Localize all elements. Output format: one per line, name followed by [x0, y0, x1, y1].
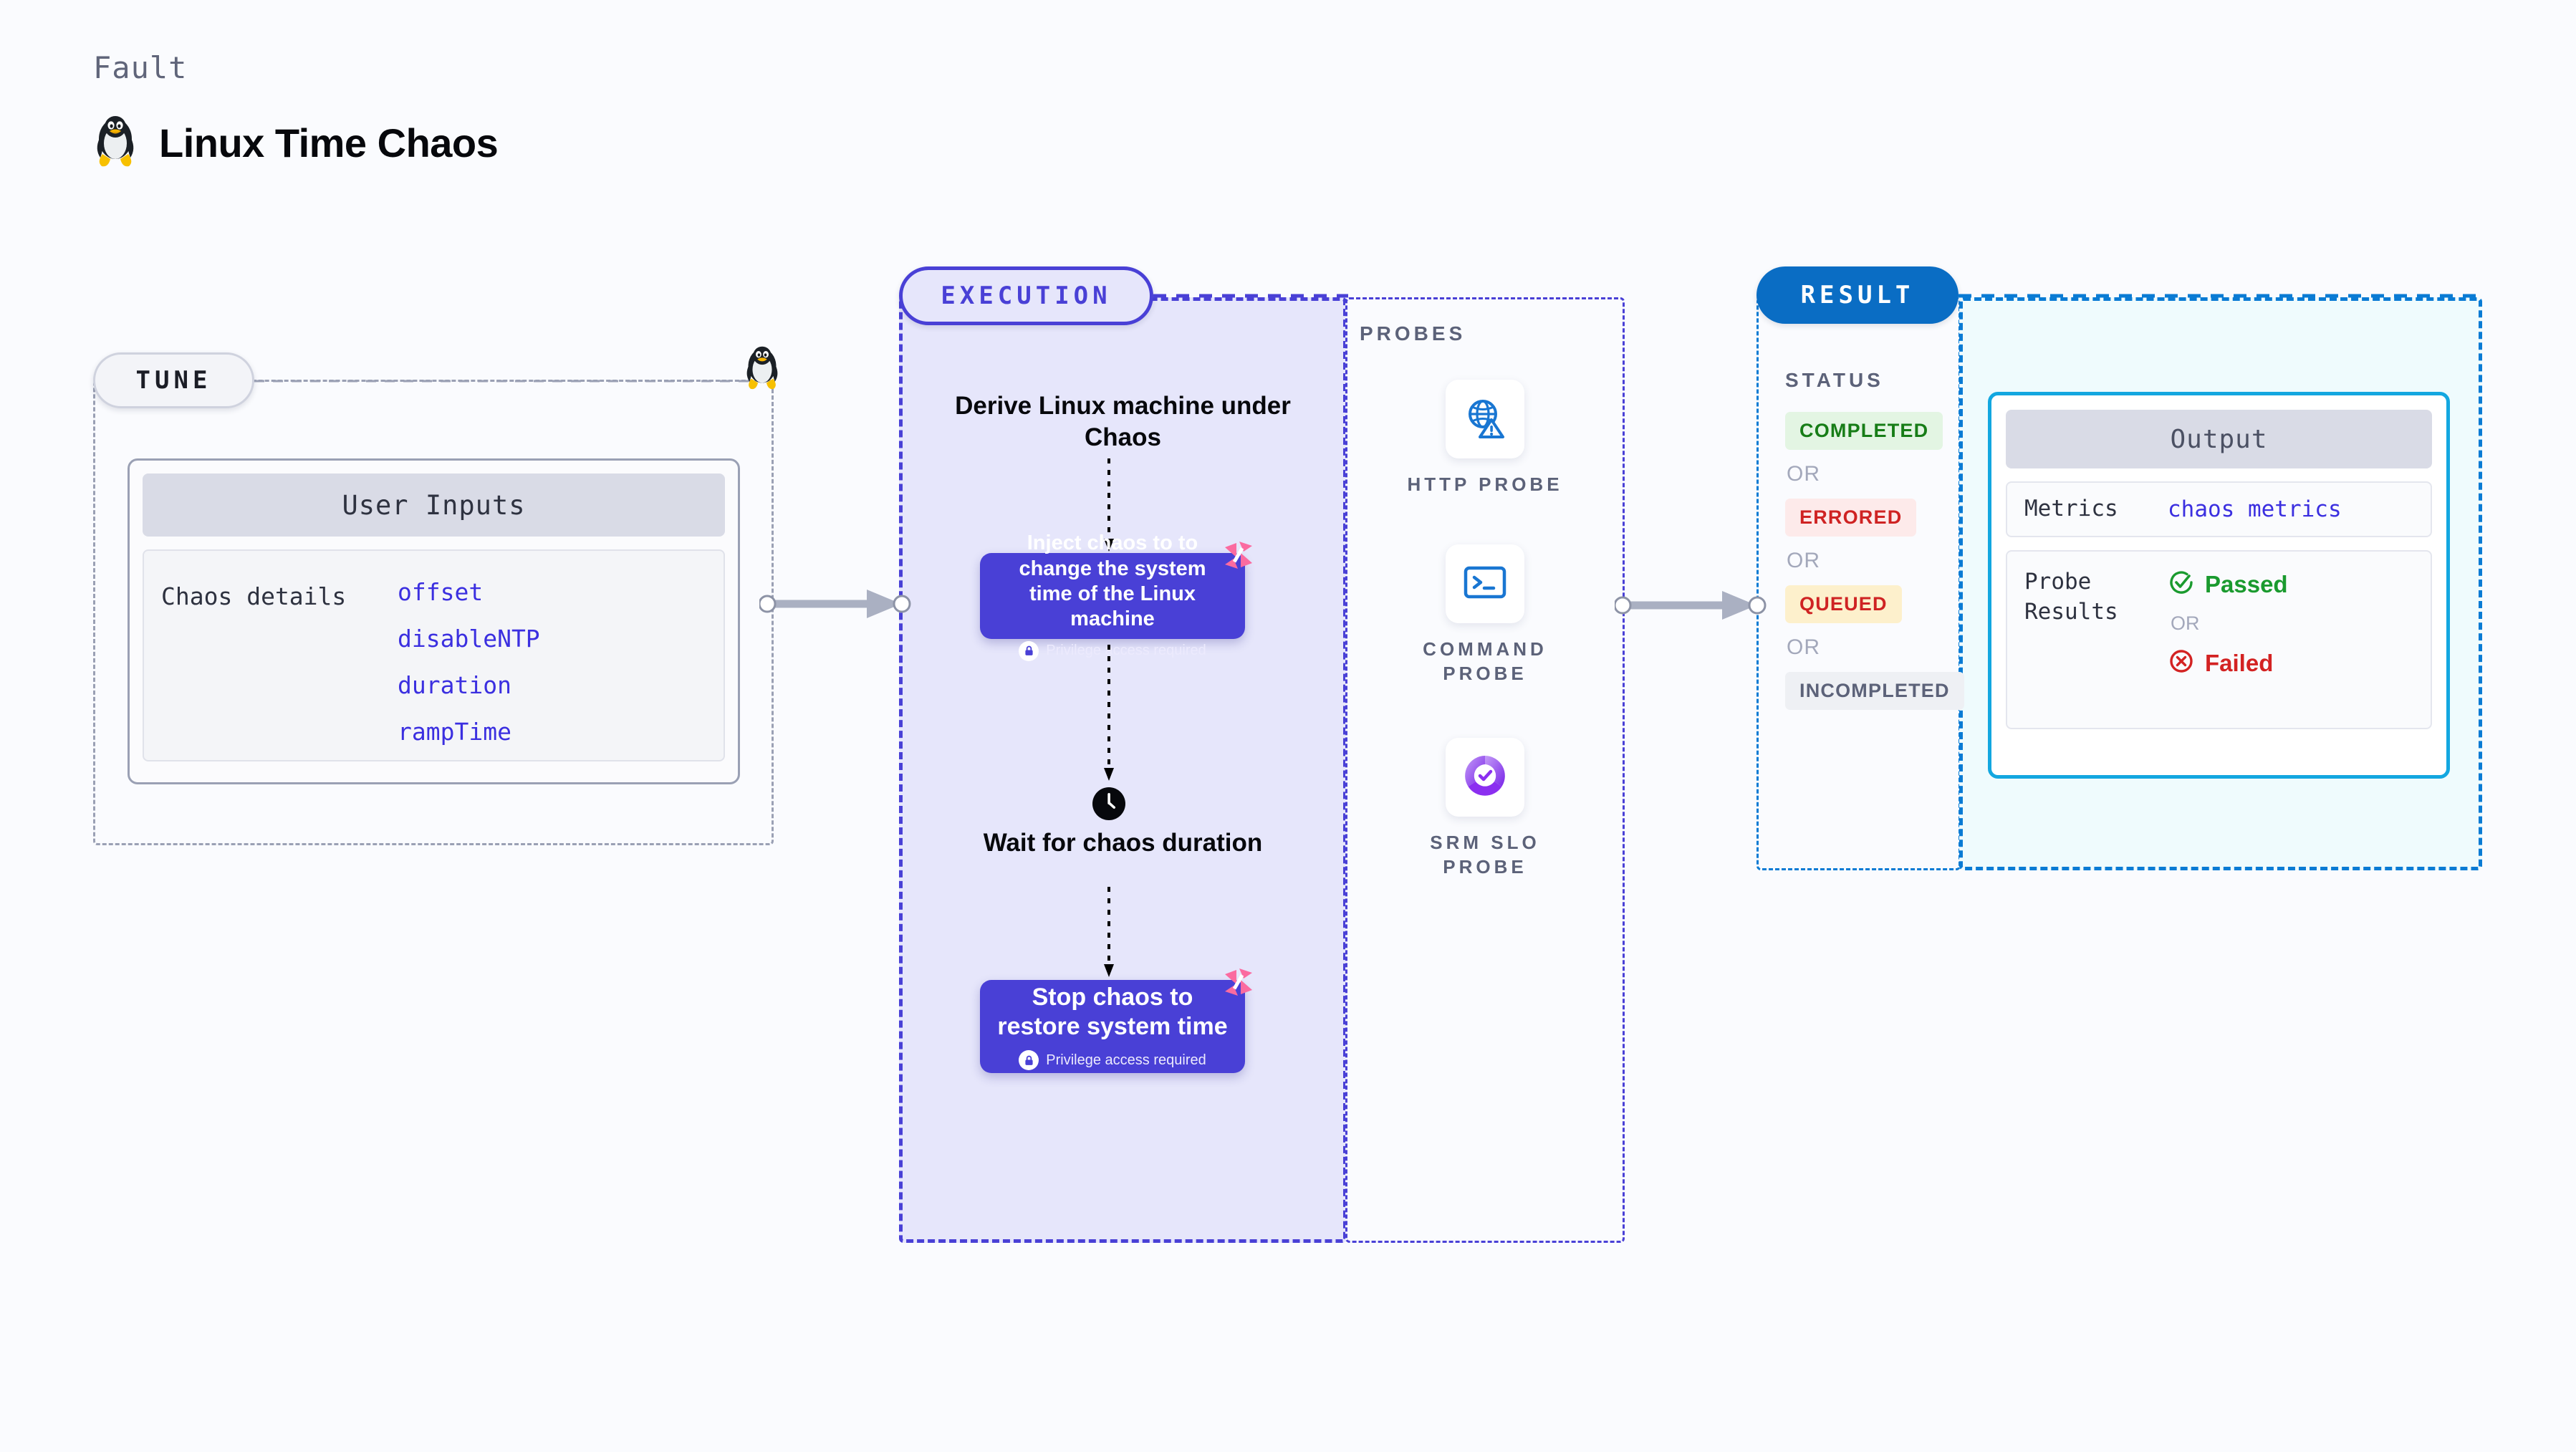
status-badge-completed: COMPLETED [1785, 412, 1943, 450]
execution-step-title: Derive Linux machine under Chaos [955, 392, 1291, 451]
probe-result-or: OR [2171, 612, 2200, 634]
probes-section-label: PROBES [1360, 322, 1466, 345]
chaos-details-body: Chaos details offset disableNTP duration… [143, 549, 725, 761]
probe-result-failed: Failed [2168, 648, 2288, 678]
tune-badge[interactable]: TUNE [93, 352, 254, 408]
srm-slo-probe-tile[interactable] [1446, 738, 1524, 817]
output-card: Output Metrics chaos metrics Probe Resul… [1988, 392, 2450, 779]
status-or-3: OR [1787, 635, 1820, 659]
tune-badge-leader-line [254, 380, 774, 383]
tune-region [93, 380, 774, 845]
probe-item-http[interactable]: HTTP PROBE [1406, 380, 1564, 497]
connector-probes-to-result [1615, 591, 1767, 620]
connector-tune-to-execution [759, 590, 911, 618]
inject-privilege-row: Privilege access required [1019, 640, 1206, 661]
status-badge-errored: ERRORED [1785, 499, 1917, 537]
chaos-details-params: offset disableNTP duration rampTime [398, 567, 540, 760]
output-row-probe-results: Probe Results Passed OR [2006, 550, 2432, 729]
result-badge-leader-line [1959, 294, 2483, 298]
status-badge-queued: QUEUED [1785, 585, 1902, 623]
user-inputs-card-header: User Inputs [143, 473, 725, 537]
probe-results-values: Passed OR Failed [2168, 567, 2288, 678]
probe-passed-label: Passed [2205, 570, 2288, 597]
tux-penguin-icon [93, 115, 138, 170]
user-inputs-card: User Inputs Chaos details offset disable… [128, 458, 740, 784]
clock-icon [1092, 787, 1126, 824]
execution-arrow-1 [1104, 458, 1114, 552]
output-row-metrics: Metrics chaos metrics [2006, 481, 2432, 537]
status-badge-incompleted: INCOMPLETED [1785, 672, 1964, 710]
execution-arrow-2 [1104, 645, 1114, 781]
inject-privilege-text: Privilege access required [1046, 643, 1206, 659]
command-probe-caption: COMMAND PROBE [1423, 638, 1547, 684]
harness-logo-icon [1222, 966, 1255, 1002]
fault-kicker-label: Fault [93, 50, 188, 85]
http-probe-tile[interactable] [1446, 380, 1524, 458]
tux-penguin-icon-small [741, 345, 783, 396]
stop-privilege-row: Privilege access required [1019, 1050, 1206, 1071]
execution-badge-leader-line [1153, 294, 1348, 298]
harness-logo-icon [1222, 539, 1255, 575]
probe-item-srm-slo[interactable]: SRM SLO PROBE [1406, 738, 1564, 880]
globe-warning-icon [1461, 394, 1509, 445]
page-title: Linux Time Chaos [159, 120, 499, 165]
execution-arrow-3 [1104, 887, 1114, 977]
result-badge[interactable]: RESULT [1756, 266, 1959, 324]
param-ramptime[interactable]: rampTime [398, 718, 511, 746]
execution-badge[interactable]: EXECUTION [899, 266, 1153, 325]
terminal-icon [1461, 561, 1509, 607]
check-circle-icon [2168, 569, 2195, 600]
param-offset[interactable]: offset [398, 578, 484, 606]
probe-failed-label: Failed [2205, 649, 2274, 676]
status-section-label: STATUS [1785, 369, 1884, 391]
stop-chaos-text: Stop chaos to restore system time [997, 983, 1228, 1040]
chaos-details-label: Chaos details [161, 582, 347, 610]
metrics-key-label: Metrics [2024, 496, 2118, 522]
stop-privilege-text: Privilege access required [1046, 1052, 1206, 1068]
page-title-row: Linux Time Chaos [93, 115, 499, 170]
lock-icon [1019, 1050, 1039, 1071]
lock-icon [1019, 640, 1039, 661]
probe-result-passed: Passed [2168, 569, 2288, 600]
http-probe-caption: HTTP PROBE [1407, 473, 1563, 495]
status-or-1: OR [1787, 462, 1820, 486]
metrics-value[interactable]: chaos metrics [2168, 496, 2342, 522]
wait-for-chaos-label: Wait for chaos duration [983, 829, 1263, 857]
probe-item-command[interactable]: COMMAND PROBE [1406, 544, 1564, 686]
probe-results-key-label: Probe Results [2024, 569, 2118, 625]
stop-chaos-box[interactable]: Stop chaos to restore system time Privil… [980, 968, 1252, 1073]
param-duration[interactable]: duration [398, 671, 511, 699]
srm-slo-probe-caption: SRM SLO PROBE [1430, 832, 1540, 878]
command-probe-tile[interactable] [1446, 544, 1524, 623]
x-circle-icon [2168, 648, 2195, 678]
status-or-2: OR [1787, 549, 1820, 572]
status-badge-list: COMPLETED OR ERRORED OR QUEUED OR INCOMP… [1785, 412, 1964, 710]
output-card-header: Output [2006, 410, 2432, 468]
slo-donut-check-icon [1461, 752, 1509, 803]
inject-chaos-text: Inject chaos to to change the system tim… [1019, 532, 1206, 631]
param-disablentp[interactable]: disableNTP [398, 625, 540, 653]
inject-chaos-box[interactable]: Inject chaos to to change the system tim… [980, 532, 1252, 661]
